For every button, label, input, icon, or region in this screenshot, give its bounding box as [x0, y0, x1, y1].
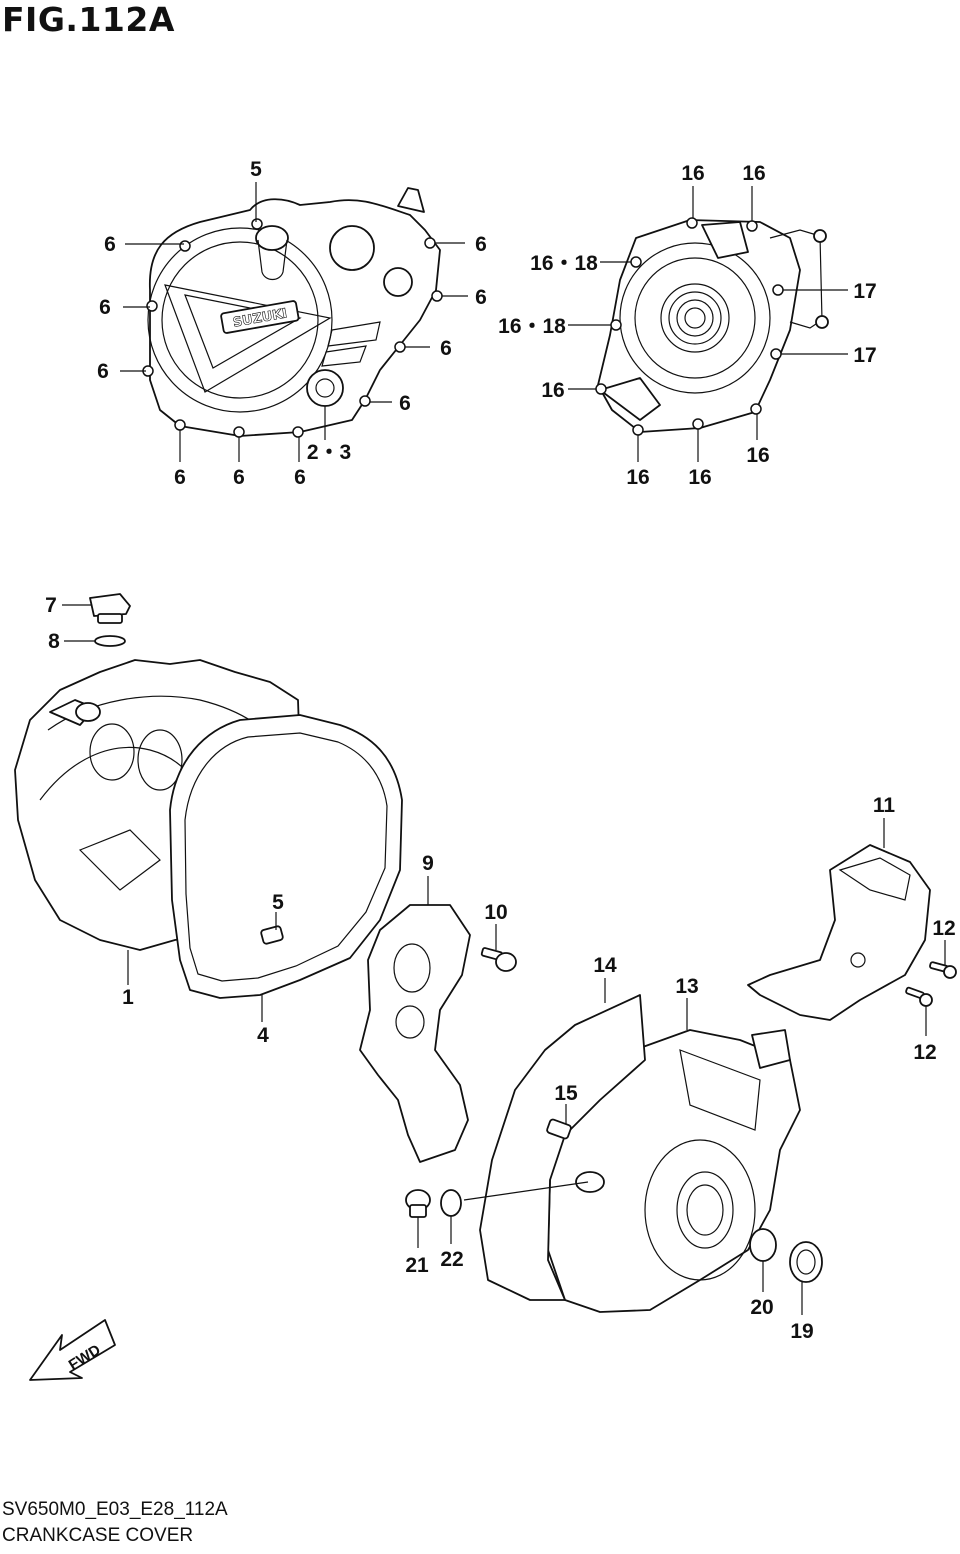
callout-6-upper-right: 6	[475, 233, 487, 256]
callout-12-lower: 12	[913, 1041, 936, 1064]
forward-direction-arrow: FWD	[29, 1319, 116, 1381]
callout-17-lower: 17	[853, 344, 876, 367]
plug-19	[789, 1241, 823, 1283]
callout-6-right: 6	[475, 286, 487, 309]
callout-5-lower: 5	[272, 891, 284, 914]
generator-cover	[547, 1029, 801, 1313]
callout-16-18-lower: 16・18	[498, 315, 566, 338]
callout-22: 22	[440, 1248, 463, 1271]
callout-14: 14	[593, 954, 617, 977]
filler-cap-o-ring	[94, 635, 126, 647]
callout-6-mid-left: 6	[99, 296, 111, 319]
callout-8: 8	[48, 630, 60, 653]
o-ring-20	[749, 1228, 777, 1262]
callout-16-18-upper: 16・18	[530, 252, 598, 275]
callout-7: 7	[45, 594, 57, 617]
oil-filler-cap	[89, 593, 131, 624]
figure-title: FIG.112A	[2, 0, 175, 39]
callout-6-mid-right: 6	[440, 337, 452, 360]
magneto-cover	[595, 217, 829, 436]
bolt-10	[480, 947, 517, 972]
callout-6-bottom-1: 6	[174, 466, 186, 489]
callout-19: 19	[790, 1320, 813, 1343]
callout-16-bottom-2: 16	[688, 466, 711, 489]
gasket-washer-22	[440, 1189, 462, 1217]
callout-16-lower-right: 16	[746, 444, 769, 467]
callout-9: 9	[422, 852, 434, 875]
callout-4: 4	[257, 1024, 269, 1047]
callout-17-upper: 17	[853, 280, 876, 303]
generator-cover-guard	[747, 844, 931, 1021]
drawing-code: SV650M0_E03_E28_112A	[2, 1499, 228, 1520]
callout-6-lower-left: 6	[97, 360, 109, 383]
callout-6-bottom-2: 6	[233, 466, 245, 489]
drain-plug-21	[405, 1189, 431, 1218]
generator-cover-gasket	[479, 994, 646, 1301]
clutch-cover: SUZUKI	[142, 187, 443, 438]
callout-6-bottom-3: 6	[294, 466, 306, 489]
callout-16-top-1: 16	[681, 162, 704, 185]
callout-6-lower-right: 6	[399, 392, 411, 415]
dowel-pin	[260, 925, 284, 945]
callout-labels: 5 6 6 6 6 6 6 6 6 6 6 2・3 16 16 16・18 16…	[45, 158, 956, 1343]
callout-16-left: 16	[541, 379, 564, 402]
callout-20: 20	[750, 1296, 773, 1319]
callout-1: 1	[122, 986, 134, 1009]
callout-12-upper: 12	[932, 917, 955, 940]
callout-5-top: 5	[250, 158, 262, 181]
callout-13: 13	[675, 975, 698, 998]
screw-12b	[905, 986, 933, 1007]
callout-16-top-2: 16	[742, 162, 765, 185]
screw-12a	[929, 961, 957, 979]
cover-spacer-plate	[359, 904, 471, 1163]
callout-16-bottom-1: 16	[626, 466, 649, 489]
callout-11: 11	[873, 794, 896, 817]
callout-15: 15	[554, 1082, 578, 1105]
callout-2-3: 2・3	[307, 441, 351, 464]
drawing-name: CRANKCASE COVER	[2, 1525, 194, 1546]
callout-6-upper-left: 6	[104, 233, 116, 256]
clutch-cover-gasket	[169, 714, 403, 999]
dowel-pin-15	[546, 1118, 572, 1140]
leader-lines	[62, 182, 946, 1315]
callout-10: 10	[484, 901, 507, 924]
callout-21: 21	[405, 1254, 429, 1277]
